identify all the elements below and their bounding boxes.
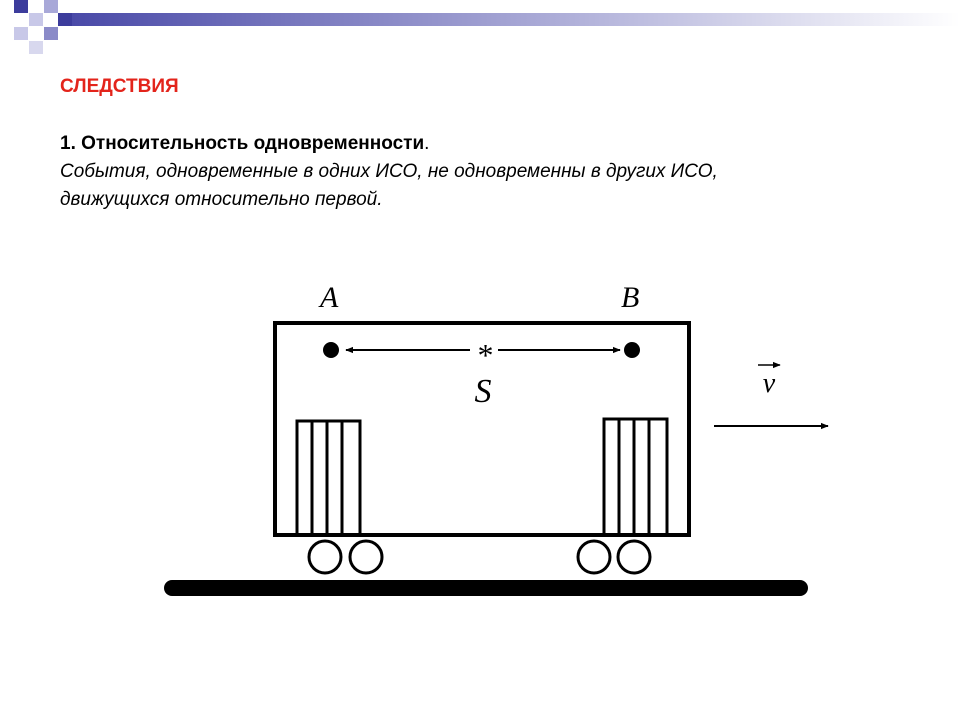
label-s: S	[475, 373, 492, 410]
description-line-2: движущихся относительно первой.	[60, 189, 383, 210]
label-a: A	[318, 281, 339, 314]
decoration-square	[29, 41, 43, 54]
velocity-label: v	[763, 368, 776, 399]
item-title-period: .	[424, 133, 430, 154]
label-b: B	[621, 281, 639, 314]
car-body	[273, 321, 691, 537]
slide-heading: СЛЕДСТВИЯ	[60, 76, 179, 97]
left-bogie	[295, 419, 362, 537]
point-a	[323, 342, 339, 358]
wheel	[576, 539, 612, 575]
decoration-square	[44, 27, 58, 40]
point-b	[624, 342, 640, 358]
slide-decoration	[14, 0, 960, 54]
description-line-1: События, одновременные в одних ИСО, не о…	[60, 161, 718, 182]
slide-content: 1. Относительность одновременности. Собы…	[60, 130, 920, 214]
wheel	[307, 539, 343, 575]
decoration-square	[14, 27, 28, 40]
label-source-star: *	[476, 337, 492, 373]
item-title-text: 1. Относительность одновременности	[60, 133, 425, 154]
decoration-square	[44, 0, 58, 13]
decoration-bar	[72, 13, 960, 26]
wheel	[348, 539, 384, 575]
item-title: 1. Относительность одновременности.	[60, 130, 920, 158]
decoration-square	[29, 13, 43, 26]
wheel	[616, 539, 652, 575]
decoration-square	[14, 0, 28, 13]
decoration-square	[58, 13, 72, 26]
right-bogie	[602, 417, 669, 537]
